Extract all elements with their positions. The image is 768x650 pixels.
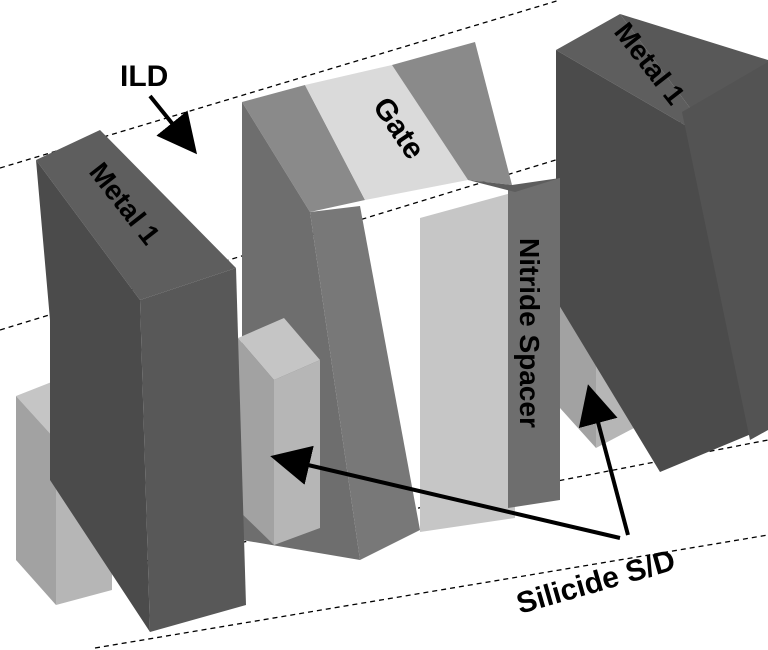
ild-label: ILD xyxy=(120,60,168,93)
spacer-right-top xyxy=(392,42,512,185)
silicide-label: Silicide S/D xyxy=(513,544,679,621)
silicide-mid-side xyxy=(274,360,320,545)
spacer-label: Nitride Spacer xyxy=(514,238,545,428)
silicide-left-front xyxy=(16,396,56,605)
spacer-left-top xyxy=(242,85,365,212)
ild-bottom-front-line xyxy=(94,534,768,649)
metal-left-front xyxy=(36,160,150,632)
spacer-right-front xyxy=(508,178,560,508)
metal-1-left xyxy=(36,130,246,632)
gate-stack xyxy=(242,42,560,560)
metal-left-top xyxy=(36,130,236,300)
ild-arrow xyxy=(148,94,198,155)
silicide-arrow-right xyxy=(578,384,630,536)
spacer-right-side xyxy=(468,178,560,192)
metal-1-right xyxy=(556,14,768,472)
silicide-mid-front xyxy=(238,338,274,545)
metal-right-top xyxy=(556,14,702,128)
metal-right-front xyxy=(556,50,756,472)
gate-top xyxy=(305,65,468,200)
ild-top-back-line xyxy=(0,0,561,169)
silicide-block-middle xyxy=(238,318,320,545)
metal-right-face xyxy=(682,62,768,440)
silicide-arrow-left xyxy=(270,445,621,540)
spacer-left-front-inner xyxy=(310,206,420,560)
metal-left-side xyxy=(140,268,246,632)
silicide-mid-top xyxy=(238,318,320,380)
annotation-arrows xyxy=(148,94,630,540)
gate-front xyxy=(420,192,515,532)
